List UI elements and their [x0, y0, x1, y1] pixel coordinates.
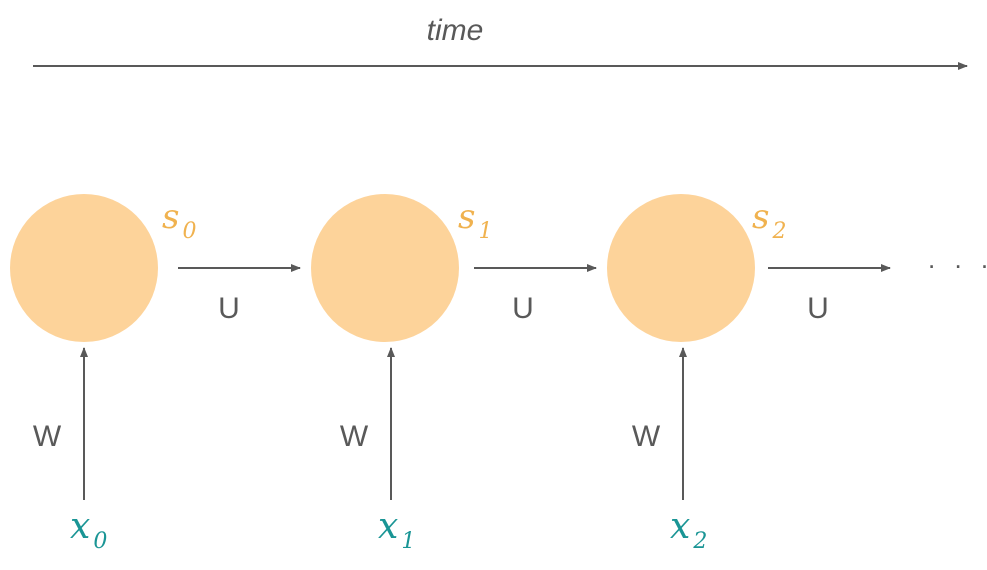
recurrent-weight-label-0: U — [218, 292, 240, 325]
recurrent-weight-label-2: U — [807, 292, 829, 325]
continuation-dots: . . . — [928, 244, 987, 274]
time-label: time — [427, 14, 484, 47]
input-weight-label-0: W — [33, 420, 62, 453]
state-node-1 — [311, 194, 459, 342]
state-node-0 — [10, 194, 158, 342]
input-weight-label-2: W — [632, 420, 661, 453]
recurrent-weight-label-1: U — [512, 292, 534, 325]
input-weight-label-1: W — [340, 420, 369, 453]
state-node-2 — [607, 194, 755, 342]
